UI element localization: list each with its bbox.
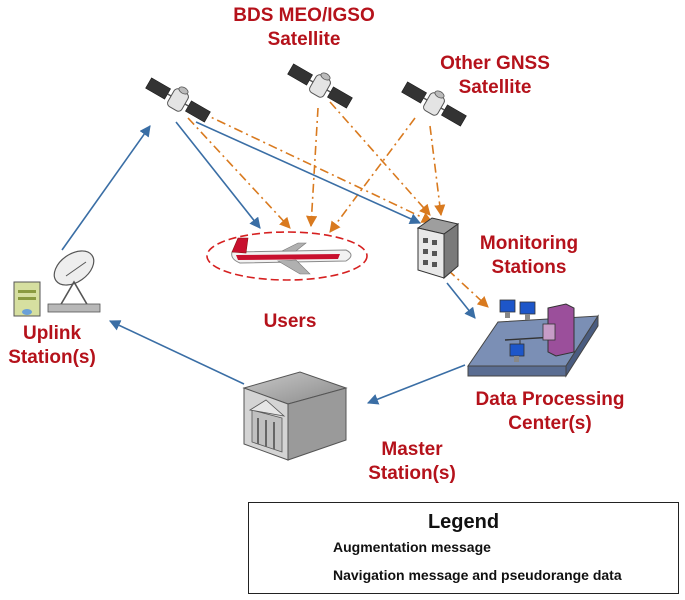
satellite-icon bbox=[145, 77, 211, 123]
aug-arrow-master-uplink bbox=[108, 320, 245, 385]
aug-arrow-monitor-center bbox=[446, 282, 476, 319]
aug-arrow-center-master bbox=[366, 364, 466, 405]
dish bbox=[53, 250, 95, 286]
nav-arrow-sat3-users bbox=[329, 117, 416, 233]
label-monitoring-stations: Monitoring Stations bbox=[479, 233, 579, 278]
navigation-arrows bbox=[187, 101, 489, 308]
aug-arrow-sat-users bbox=[175, 121, 261, 229]
nav-arrow-sat1-monitor bbox=[199, 111, 434, 223]
master-station-building-icon bbox=[242, 371, 348, 461]
legend-augmentation-label: Augmentation message bbox=[333, 539, 491, 555]
monitoring-station-icon bbox=[416, 217, 460, 280]
label-bds-satellite: BDS MEO/IGSO Satellite bbox=[233, 5, 375, 50]
label-other-gnss-satellite: Other GNSS Satellite bbox=[440, 53, 550, 98]
users-ellipse bbox=[206, 231, 368, 281]
augmentation-arrows bbox=[61, 121, 476, 405]
label-data-processing-centers: Data Processing Center(s) bbox=[475, 389, 625, 434]
label-master-stations: Master Station(s) bbox=[368, 439, 456, 484]
data-center-icon bbox=[467, 299, 599, 378]
legend-navigation-label: Navigation message and pseudorange data bbox=[333, 567, 622, 583]
satellite-icon bbox=[287, 63, 353, 109]
nav-arrow-sat2-monitor bbox=[329, 101, 431, 216]
nav-arrow-sat2-users bbox=[306, 107, 319, 228]
legend-box: Legend Augmentation message Navigation m… bbox=[248, 502, 679, 594]
aug-arrow-uplink-sat bbox=[61, 125, 151, 251]
legend-title: Legend bbox=[427, 511, 500, 533]
nav-arrow-sat3-monitor bbox=[429, 125, 446, 217]
label-uplink-stations: Uplink Station(s) bbox=[8, 323, 96, 368]
nav-arrow-monitor-center bbox=[447, 269, 489, 308]
label-users: Users bbox=[263, 311, 317, 332]
uplink-antenna-icon bbox=[13, 250, 101, 317]
aug-arrow-sat-monitor bbox=[195, 121, 422, 224]
nav-arrow-sat1-users bbox=[187, 117, 291, 229]
airplane-icon bbox=[231, 237, 352, 275]
satellite-icon bbox=[401, 81, 467, 127]
